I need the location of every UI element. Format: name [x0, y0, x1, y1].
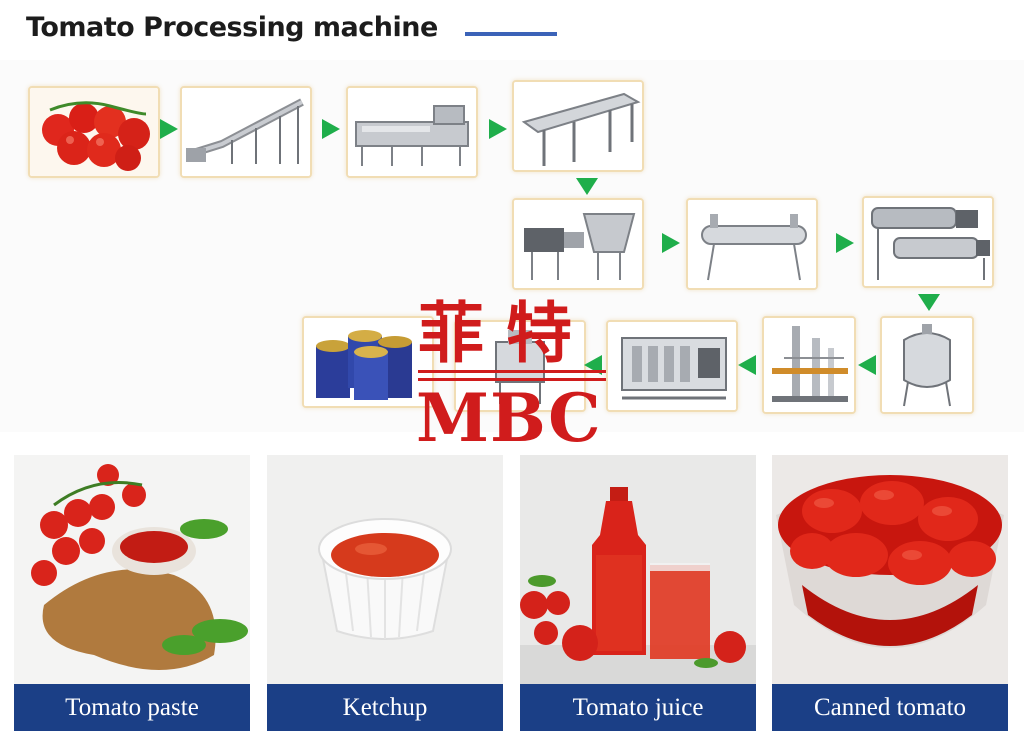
tomato-paste-photo-icon [14, 455, 250, 684]
step-filling-machine [454, 320, 586, 412]
flow-arrow-left-icon [858, 355, 876, 375]
watermark-latin-text: MBC [416, 379, 602, 457]
pulper-refiner-icon [864, 198, 992, 286]
filling-machine-icon [456, 322, 584, 410]
step-sterilizer [606, 320, 738, 412]
product-card-tomato-paste: Tomato paste [14, 455, 250, 737]
step-canned-product [302, 316, 434, 408]
step-preheater-tube [686, 198, 818, 290]
product-label: Tomato paste [14, 684, 250, 731]
title-underline [465, 32, 557, 36]
watermark-chinese-text: 菲特 [418, 294, 594, 372]
evaporator-icon [764, 318, 854, 412]
flow-arrow-left-icon [738, 355, 756, 375]
product-label: Tomato juice [520, 684, 756, 731]
preheater-tube-icon [688, 200, 816, 288]
step-washing-machine [346, 86, 478, 178]
flow-arrow-right-icon [322, 119, 340, 139]
canned-tomato-photo-icon [772, 455, 1008, 684]
step-fresh-tomatoes [28, 86, 160, 178]
step-pulper-refiner [862, 196, 994, 288]
flow-arrow-right-icon [836, 233, 854, 253]
fresh-tomatoes-icon [30, 88, 158, 176]
step-storage-tank [880, 316, 974, 414]
sterilizer-icon [608, 322, 736, 410]
product-card-ketchup: Ketchup [267, 455, 503, 737]
product-label: Ketchup [267, 684, 503, 731]
page-title: Tomato Processing machine [26, 12, 438, 43]
flow-arrow-right-icon [489, 119, 507, 139]
flow-arrow-down-icon [576, 178, 598, 195]
step-crusher-machine [512, 198, 644, 290]
washing-machine-icon [348, 88, 476, 176]
crusher-machine-icon [514, 200, 642, 288]
storage-tank-icon [882, 318, 972, 412]
watermark-rule [418, 378, 606, 381]
flow-arrow-right-icon [160, 119, 178, 139]
step-elevator-conveyor [180, 86, 312, 178]
watermark-rule [418, 370, 606, 373]
step-evaporator [762, 316, 856, 414]
canned-product-icon [304, 318, 432, 406]
ketchup-photo-icon [267, 455, 503, 684]
tomato-juice-photo-icon [520, 455, 756, 684]
product-card-tomato-juice: Tomato juice [520, 455, 756, 737]
flow-arrow-down-icon [918, 294, 940, 311]
step-sorting-conveyor [512, 80, 644, 172]
mbc-watermark-logo: 菲特 MBC [410, 298, 615, 458]
elevator-conveyor-icon [182, 88, 310, 176]
sorting-conveyor-icon [514, 82, 642, 170]
product-label: Canned tomato [772, 684, 1008, 731]
product-card-canned-tomato: Canned tomato [772, 455, 1008, 737]
flow-arrow-right-icon [662, 233, 680, 253]
